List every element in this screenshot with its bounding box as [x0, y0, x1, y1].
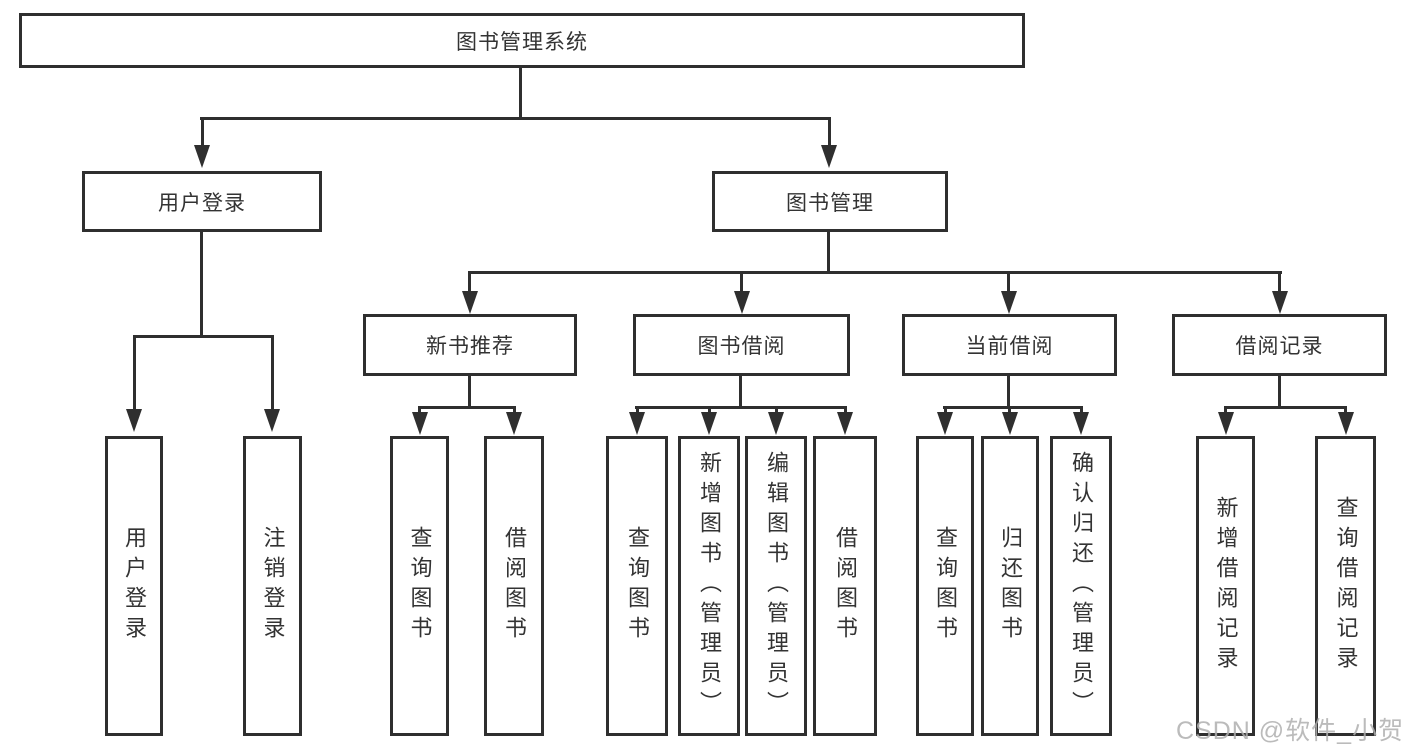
leaf-confirm-return-admin: 确认归还（管理员） [1050, 436, 1112, 736]
connector-line [739, 376, 742, 409]
leaf-borrow-books-borrowing-label: 借阅图书 [833, 526, 858, 646]
arrow-down-icon [1001, 291, 1017, 314]
node-current-borrowing: 当前借阅 [902, 314, 1117, 376]
node-root: 图书管理系统 [19, 13, 1025, 68]
connector-line [1278, 271, 1281, 293]
connector-line [944, 406, 947, 415]
arrow-down-icon [701, 412, 717, 435]
connector-line [1080, 406, 1083, 415]
connector-line [133, 335, 274, 338]
leaf-query-borrow-record-label: 查询借阅记录 [1333, 496, 1359, 676]
node-user-login: 用户登录 [82, 171, 322, 232]
arrow-down-icon [937, 412, 953, 435]
connector-line [200, 232, 203, 338]
leaf-logout-label: 注销登录 [260, 526, 286, 646]
connector-line [1224, 406, 1227, 415]
connector-line [1278, 376, 1281, 409]
leaf-query-books-borrowing-label: 查询图书 [625, 526, 650, 646]
connector-line [200, 117, 831, 120]
leaf-user-login-label: 用户登录 [122, 526, 147, 646]
leaf-return-books: 归还图书 [981, 436, 1039, 736]
node-book-borrowing: 图书借阅 [633, 314, 850, 376]
arrow-down-icon [462, 291, 478, 314]
leaf-query-books-recommend: 查询图书 [390, 436, 449, 736]
leaf-confirm-return-admin-label: 确认归还（管理员） [1069, 451, 1094, 721]
arrow-down-icon [1002, 412, 1018, 435]
connector-line [740, 271, 743, 293]
node-root-label: 图书管理系统 [456, 30, 588, 54]
leaf-edit-books-admin: 编辑图书（管理员） [745, 436, 807, 736]
arrow-down-icon [837, 412, 853, 435]
arrow-down-icon [768, 412, 784, 435]
leaf-logout: 注销登录 [243, 436, 302, 736]
leaf-add-books-admin-label: 新增图书（管理员） [697, 451, 722, 721]
leaf-query-books-current: 查询图书 [916, 436, 974, 736]
arrow-down-icon [412, 412, 428, 435]
connector-line [468, 271, 1282, 274]
connector-line [775, 406, 778, 415]
leaf-query-books-borrowing: 查询图书 [606, 436, 668, 736]
leaf-edit-books-admin-label: 编辑图书（管理员） [764, 451, 789, 721]
arrow-down-icon [1073, 412, 1089, 435]
leaf-borrow-books-recommend: 借阅图书 [484, 436, 544, 736]
node-new-book-recommendation: 新书推荐 [363, 314, 577, 376]
leaf-add-books-admin: 新增图书（管理员） [678, 436, 740, 736]
arrow-down-icon [126, 409, 142, 432]
connector-line [1007, 271, 1010, 293]
node-user-login-label: 用户登录 [158, 191, 246, 215]
connector-line [519, 68, 522, 120]
connector-line [418, 406, 516, 409]
arrow-down-icon [1338, 412, 1354, 435]
arrow-down-icon [629, 412, 645, 435]
leaf-borrow-books-recommend-label: 借阅图书 [502, 526, 527, 646]
arrow-down-icon [734, 291, 750, 314]
node-borrowing-records: 借阅记录 [1172, 314, 1387, 376]
connector-line [943, 406, 1083, 409]
node-book-management-label: 图书管理 [786, 191, 874, 215]
leaf-query-borrow-record: 查询借阅记录 [1315, 436, 1376, 736]
connector-line [635, 406, 847, 409]
leaf-user-login: 用户登录 [105, 436, 163, 736]
node-book-management: 图书管理 [712, 171, 948, 232]
connector-line [1344, 406, 1347, 415]
node-borrowing-records-label: 借阅记录 [1235, 335, 1324, 358]
leaf-query-books-current-label: 查询图书 [933, 526, 958, 646]
node-new-book-recommendation-label: 新书推荐 [426, 335, 514, 358]
node-current-borrowing-label: 当前借阅 [965, 335, 1054, 358]
leaf-add-borrow-record: 新增借阅记录 [1196, 436, 1255, 736]
connector-line [1224, 406, 1347, 409]
arrow-down-icon [264, 409, 280, 432]
connector-line [513, 406, 516, 415]
leaf-borrow-books-borrowing: 借阅图书 [813, 436, 877, 736]
leaf-add-borrow-record-label: 新增借阅记录 [1213, 496, 1239, 676]
connector-line [418, 406, 421, 415]
arrow-down-icon [194, 145, 210, 168]
connector-line [636, 406, 639, 415]
connector-line [827, 232, 830, 274]
arrow-down-icon [821, 145, 837, 168]
leaf-return-books-label: 归还图书 [998, 526, 1023, 646]
node-book-borrowing-label: 图书借阅 [697, 335, 786, 358]
csdn-watermark: CSDN @软件_小贺同学 [1176, 717, 1405, 745]
arrow-down-icon [1272, 291, 1288, 314]
connector-line [828, 117, 831, 147]
arrow-down-icon [506, 412, 522, 435]
connector-line [468, 376, 471, 409]
connector-line [1008, 406, 1011, 415]
connector-line [708, 406, 711, 415]
leaf-query-books-recommend-label: 查询图书 [407, 526, 433, 646]
connector-line [201, 117, 204, 147]
connector-line [133, 335, 136, 411]
connector-line [468, 271, 471, 293]
arrow-down-icon [1218, 412, 1234, 435]
connector-line [1007, 376, 1010, 409]
connector-line [271, 335, 274, 411]
connector-line [844, 406, 847, 415]
